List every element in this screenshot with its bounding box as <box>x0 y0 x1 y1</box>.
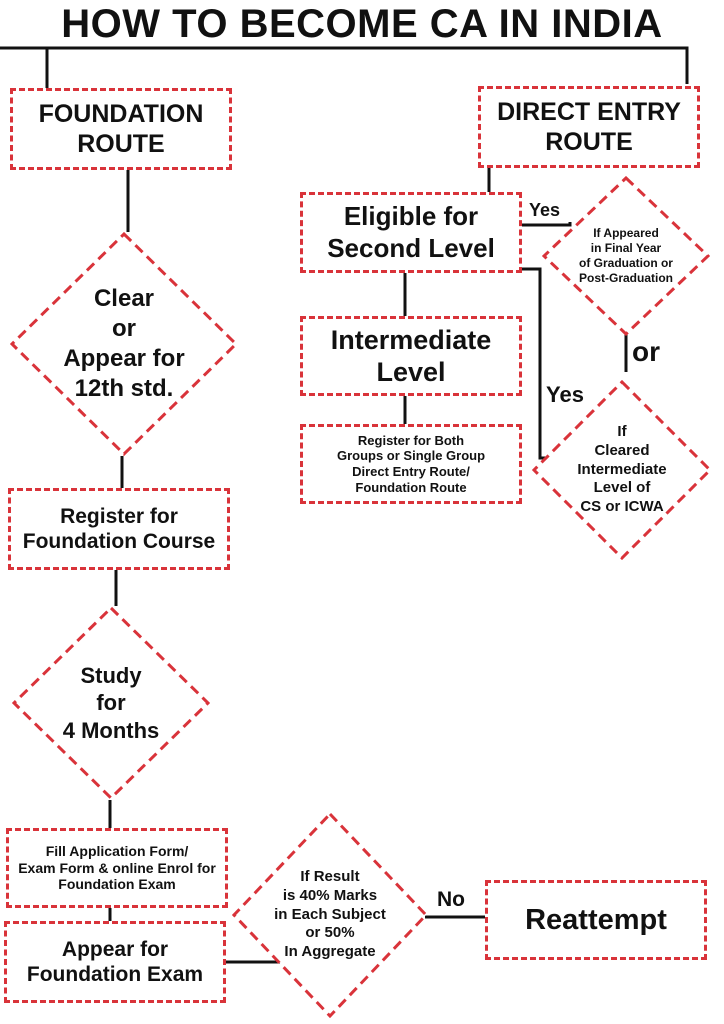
direct-entry-route-box: DIRECT ENTRY ROUTE <box>478 86 700 168</box>
register-groups-box: Register for Both Groups or Single Group… <box>300 424 522 504</box>
study-months-diamond: Study for 4 Months <box>12 606 210 800</box>
graduation-condition-diamond: If Appeared in Final Year of Graduation … <box>542 176 710 336</box>
yes-bottom-label: Yes <box>546 382 584 407</box>
page-title: HOW TO BECOME CA IN INDIA <box>61 2 663 46</box>
study-months-text: Study for 4 Months <box>62 662 160 743</box>
yes-top-label: Yes <box>529 200 561 220</box>
intermediate-level-box: Intermediate Level <box>300 316 522 396</box>
or-label: or <box>632 336 660 367</box>
line-eligible-yes-top <box>522 222 572 227</box>
result-check-text: If Result is 40% Marks in Each Subject o… <box>274 868 386 961</box>
register-foundation-box: Register for Foundation Course <box>8 488 230 570</box>
line-eligible-yes-bottom <box>522 267 546 460</box>
reattempt-box: Reattempt <box>485 880 707 960</box>
foundation-route-box: FOUNDATION ROUTE <box>10 88 232 170</box>
no-label: No <box>437 888 465 911</box>
top-bar-line <box>0 46 689 84</box>
graduation-condition-text: If Appeared in Final Year of Graduation … <box>578 226 673 285</box>
application-form-box: Fill Application Form/ Exam Form & onlin… <box>6 828 228 908</box>
cs-icwa-condition-diamond: If Cleared Intermediate Level of CS or I… <box>532 380 712 560</box>
cs-icwa-condition-text: If Cleared Intermediate Level of CS or I… <box>577 423 667 516</box>
condition-12th-diamond: Clear or Appear for 12th std. <box>10 232 238 456</box>
result-check-diamond: If Result is 40% Marks in Each Subject o… <box>232 812 428 1018</box>
appear-foundation-exam-box: Appear for Foundation Exam <box>4 921 226 1003</box>
eligible-second-level-box: Eligible for Second Level <box>300 192 522 273</box>
condition-12th-text: Clear or Appear for 12th std. <box>63 285 185 402</box>
